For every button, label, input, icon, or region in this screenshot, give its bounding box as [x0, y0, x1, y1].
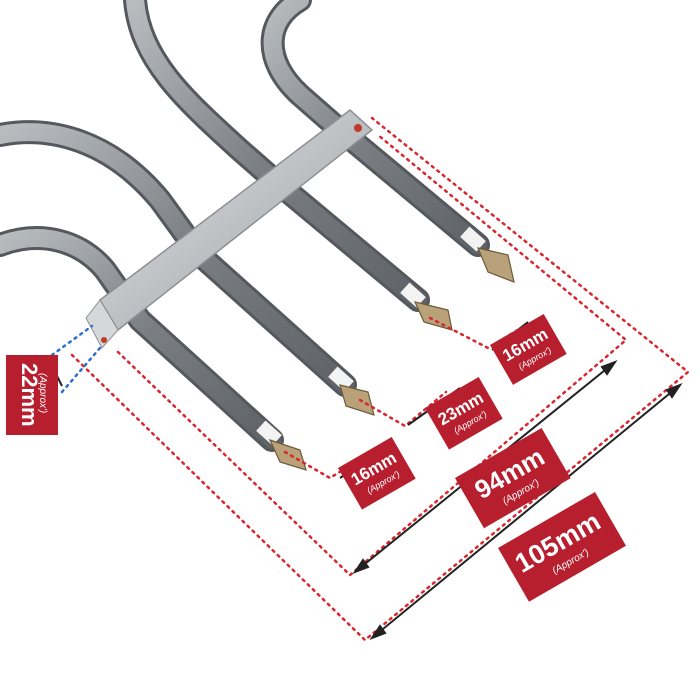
terminal-tips [256, 226, 515, 471]
dimension-guides [70, 116, 690, 642]
terminal-4 [460, 226, 515, 283]
outer-arrow [371, 384, 681, 639]
label-depth-box: 22mm (Approx') [6, 355, 58, 435]
heating-element [0, 0, 490, 452]
label-t1: 16mm (Approx') [338, 437, 416, 510]
mounting-bracket [85, 109, 374, 349]
terminal-1 [256, 420, 307, 471]
label-t3: 16mm (Approx') [490, 314, 567, 385]
terminal-2 [328, 366, 375, 416]
terminal-3 [400, 282, 453, 331]
label-depth-note: (Approx') [37, 373, 48, 413]
label-outer: 105mm (Approx') [497, 492, 626, 602]
depth-guide [50, 324, 102, 394]
label-depth-value: 22mm [17, 363, 42, 427]
label-inner: 94mm (Approx') [454, 428, 571, 529]
label-t2: 23mm (Approx') [425, 377, 503, 450]
